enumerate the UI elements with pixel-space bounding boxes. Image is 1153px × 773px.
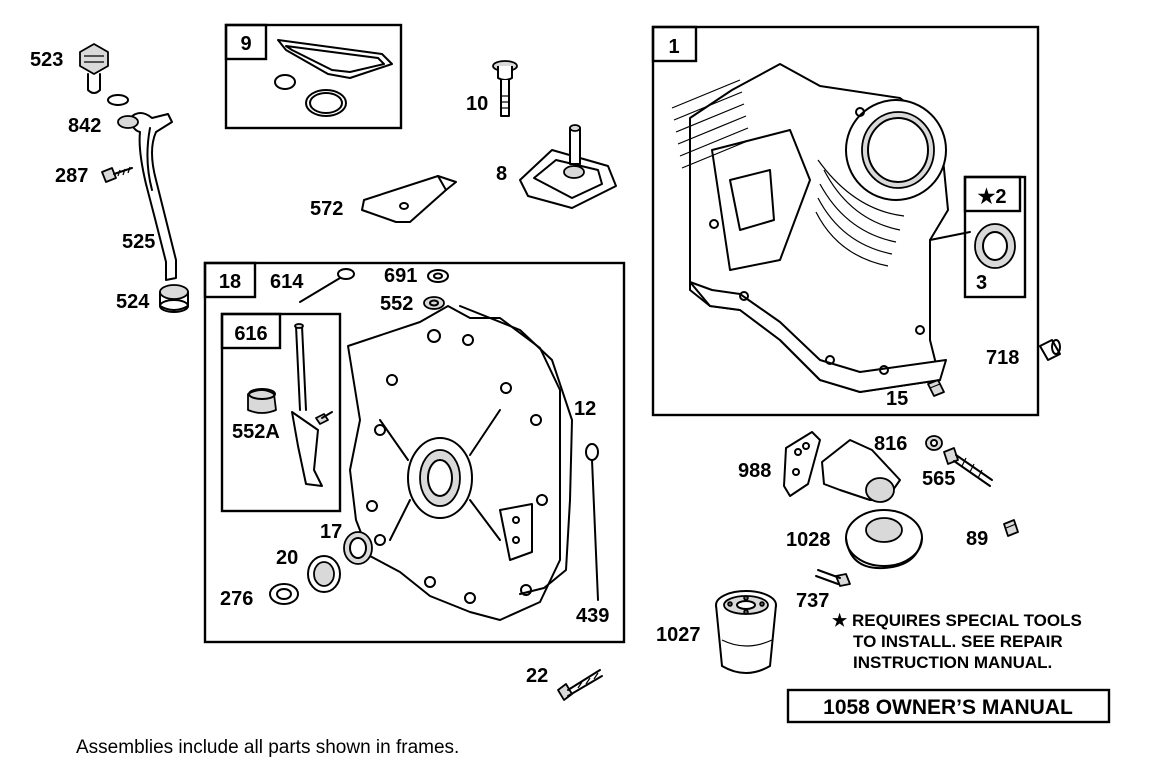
part-12-label: 12 [574, 398, 596, 420]
part-3-label: 3 [976, 272, 987, 294]
governor-shaft-icon [291, 323, 333, 487]
bolt-10-icon [492, 60, 518, 117]
part-552-label: 552 [380, 293, 413, 315]
part-8-label: 8 [496, 163, 507, 185]
note-line-3: INSTRUCTION MANUAL. [853, 653, 1052, 672]
owners-manual-box: 1058 OWNER’S MANUAL [786, 688, 1111, 724]
part-276-label: 276 [220, 588, 253, 610]
screw-737-icon [815, 569, 851, 587]
part-10-label: 10 [466, 93, 488, 115]
part-842-label: 842 [68, 115, 101, 137]
o-ring-439-icon [585, 443, 599, 601]
breather-plate-icon [361, 175, 457, 223]
governor-cup-icon [247, 388, 277, 414]
part-523-label: 523 [30, 49, 63, 71]
dowel-pin-614-icon [299, 268, 355, 303]
dipstick-tube-icon [117, 112, 177, 281]
part-439-label: 439 [576, 605, 609, 627]
part-718-label: 718 [986, 347, 1019, 369]
washer-816-icon [925, 435, 943, 451]
frame-2: ★2 [963, 175, 1027, 299]
special-tools-note: ★ REQUIRES SPECIAL TOOLS TO INSTALL. SEE… [832, 611, 1082, 672]
breather-cover-icon [519, 124, 617, 209]
part-565-label: 565 [922, 468, 955, 490]
screw-565-icon [943, 447, 993, 487]
frame-616: 616 [220, 312, 342, 513]
washer-552-icon [423, 296, 445, 310]
part-988-label: 988 [738, 460, 771, 482]
part-287-label: 287 [55, 165, 88, 187]
dowel-718-icon [1039, 339, 1061, 361]
washer-276-icon [269, 583, 299, 605]
part-524-label: 524 [116, 291, 150, 313]
note-line-2: TO INSTALL. SEE REPAIR [853, 632, 1063, 651]
part-816-label: 816 [874, 433, 907, 455]
part-552a-label: 552A [232, 421, 280, 443]
assemblies-caption: Assemblies include all parts shown in fr… [76, 737, 459, 758]
gasket-988-icon [783, 431, 821, 497]
part-22-label: 22 [526, 665, 548, 687]
plug-89-icon [1003, 519, 1019, 537]
frame-1: 1 [651, 25, 1040, 417]
plug-15-icon [927, 379, 945, 397]
part-691-label: 691 [384, 265, 417, 287]
bearing-20-icon [307, 555, 341, 593]
oil-seal-17-icon [343, 531, 373, 565]
crankcase-cover-icon [347, 305, 573, 621]
frame-18: 18 [203, 261, 626, 644]
frame-1-label: 1 [668, 36, 679, 58]
part-614-label: 614 [270, 271, 304, 293]
part-20-label: 20 [276, 547, 298, 569]
washer-691-icon [427, 269, 449, 283]
part-89-label: 89 [966, 528, 988, 550]
owners-manual-label: 1058 OWNER’S MANUAL [823, 696, 1073, 719]
bolt-22-icon [557, 669, 603, 701]
o-ring-icon [107, 94, 129, 106]
cylinder-block-icon [671, 63, 949, 393]
part-572-label: 572 [310, 198, 343, 220]
oil-seal-3-icon [929, 223, 1016, 269]
part-525-label: 525 [122, 231, 155, 253]
frame-2-label: ★2 [977, 186, 1006, 208]
oil-fill-cap-icon [79, 43, 109, 94]
frame-9-label: 9 [240, 33, 251, 55]
tube-grommet-icon [159, 284, 189, 313]
part-737-label: 737 [796, 590, 829, 612]
part-15-label: 15 [886, 388, 908, 410]
oil-filter-icon [715, 590, 777, 674]
screw-287-icon [101, 166, 133, 183]
gasket-set-icon [274, 39, 393, 117]
filter-adapter-icon [821, 439, 923, 570]
part-1027-label: 1027 [656, 624, 701, 646]
frame-9: 9 [224, 23, 403, 130]
frame-616-label: 616 [234, 323, 267, 345]
part-17-label: 17 [320, 521, 342, 543]
part-1028-label: 1028 [786, 529, 831, 551]
frame-18-label: 18 [219, 271, 241, 293]
note-line-1: ★ REQUIRES SPECIAL TOOLS [832, 611, 1082, 630]
